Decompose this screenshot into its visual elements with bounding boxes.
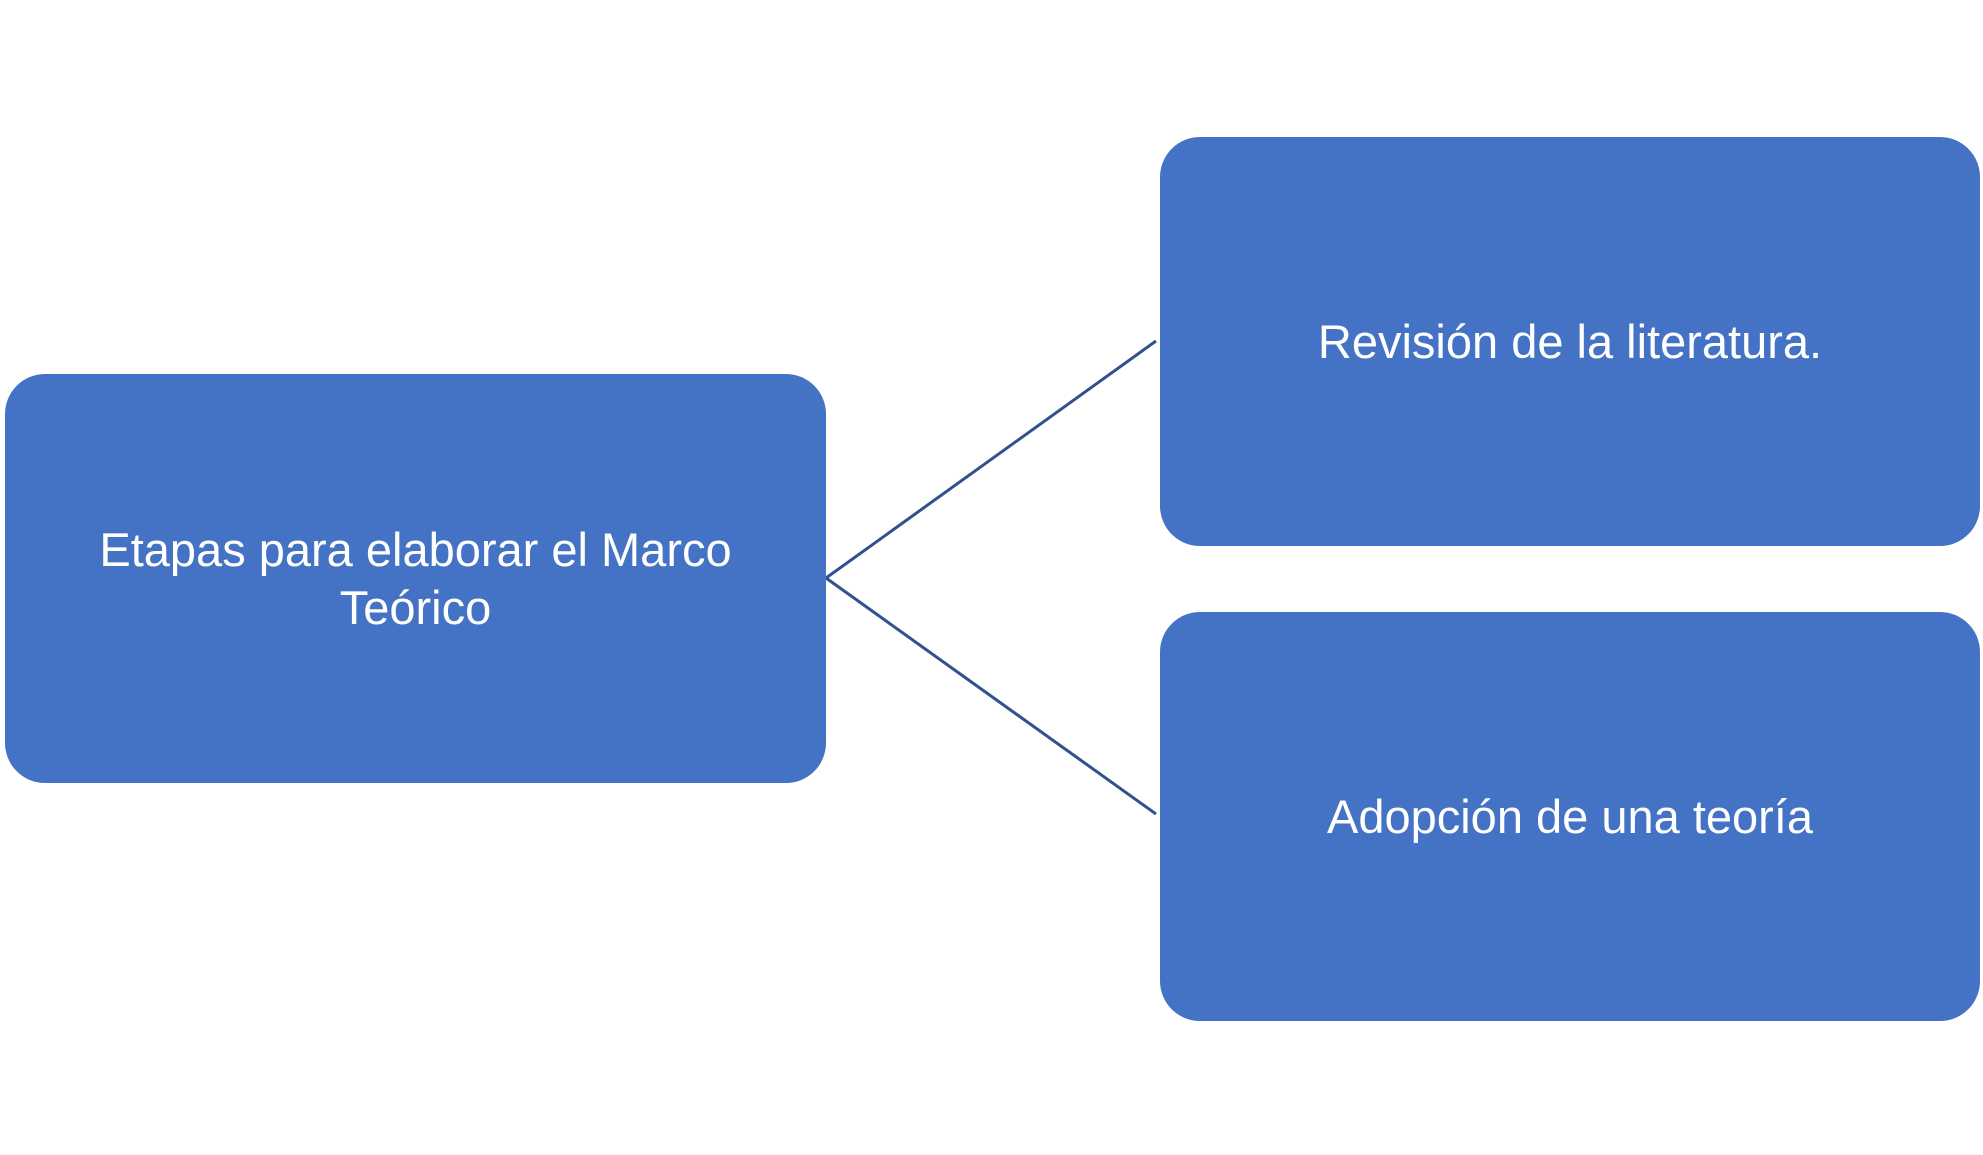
root-node: Etapas para elaborar el Marco Teórico <box>5 374 826 783</box>
child-node-literature-review: Revisión de la literatura. <box>1160 137 1980 546</box>
child-node-label: Revisión de la literatura. <box>1317 314 1823 368</box>
child-node-label: Adopción de una teoría <box>1326 789 1814 843</box>
connector-root-to-child-2 <box>825 576 1157 816</box>
connector-root-to-child-1 <box>825 339 1157 580</box>
root-node-label: Etapas para elaborar el Marco Teórico <box>99 522 732 634</box>
child-node-theory-adoption: Adopción de una teoría <box>1160 612 1980 1021</box>
